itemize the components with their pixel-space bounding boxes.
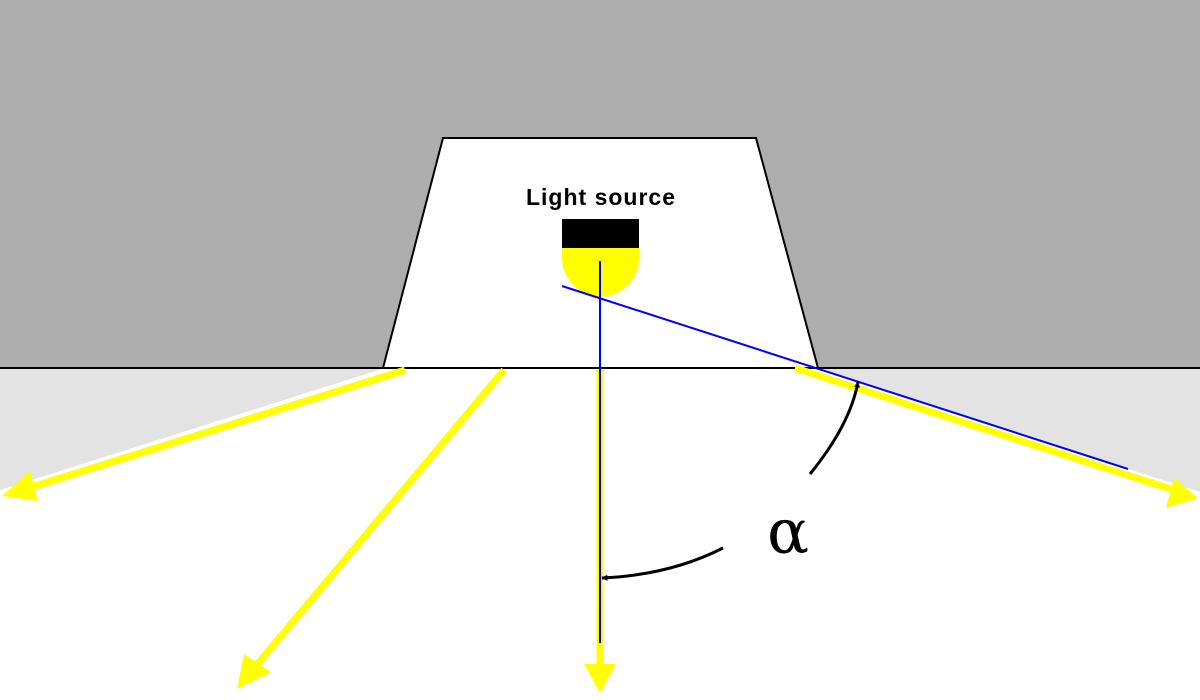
light-source-label: Light source [526,184,676,210]
angle-arrow-right [808,381,860,475]
light-ray-left-arrowhead [237,654,271,689]
angle-arrow-left [601,546,724,581]
light-ray-far-left-arrowhead [2,471,38,501]
light-ray-center-arrowhead [584,664,616,693]
light-ray-left [246,367,507,677]
light-ray-far-left [17,366,407,495]
light-source-cap [562,219,639,248]
light-ray-right [793,364,1182,496]
angle-line-edge [561,285,1129,470]
light-ray-right-arrowhead [1166,478,1198,508]
angle-alpha-label: α [767,495,809,568]
